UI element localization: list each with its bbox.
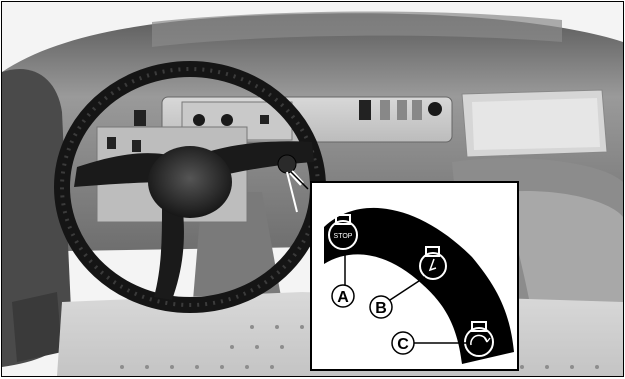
column-switch-1 <box>107 137 116 149</box>
wheel-hub <box>148 146 232 218</box>
switch-1 <box>359 100 371 120</box>
switch-2 <box>380 100 390 120</box>
gauge-light-1 <box>193 114 205 126</box>
column-switch-2 <box>132 140 141 152</box>
round-knob <box>428 102 442 116</box>
gauge-switch <box>260 115 269 124</box>
left-lower-panel <box>12 292 62 362</box>
switch-3 <box>397 100 407 120</box>
column-switch-3 <box>134 110 146 126</box>
callout-a-label: A <box>337 289 349 306</box>
key-switch-location <box>278 155 296 173</box>
gauge-light-2 <box>221 114 233 126</box>
callout-b-label: B <box>375 300 387 317</box>
svg-text:STOP: STOP <box>334 233 353 240</box>
switch-4 <box>412 100 422 120</box>
glovebox-face <box>472 98 600 150</box>
callout-c-label: C <box>397 336 409 353</box>
inset-detail: STOP A B <box>311 182 518 370</box>
